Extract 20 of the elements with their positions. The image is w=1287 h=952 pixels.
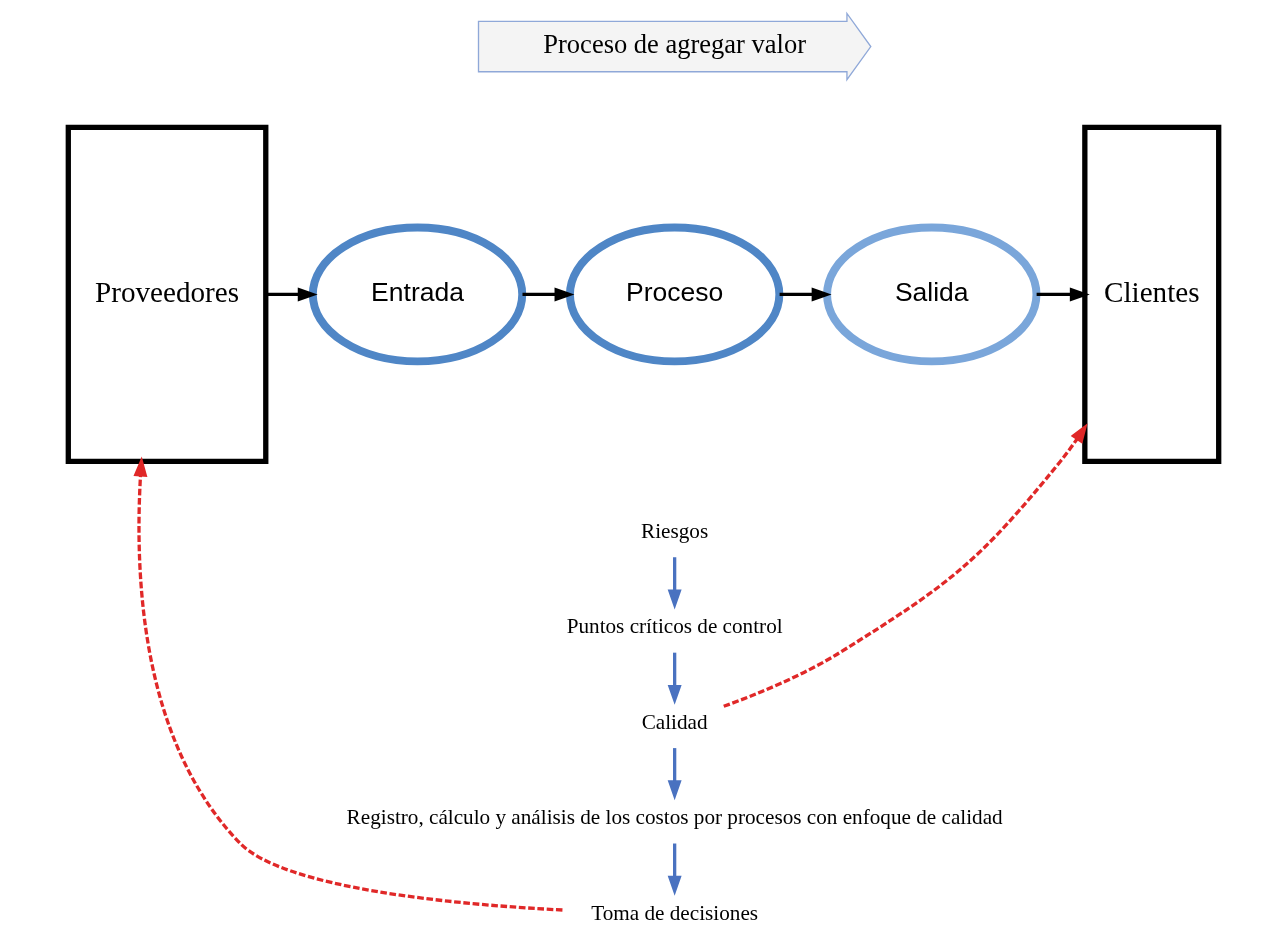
node-box: Clientes	[1082, 124, 1222, 465]
node-text: Registro, cálculo y análisis de los costos por procesos con enfoque de calidad	[346, 805, 1003, 830]
arrow	[779, 287, 832, 302]
node-text: Riesgos	[641, 519, 709, 544]
node-text: Puntos críticos de control	[566, 614, 783, 639]
arrow	[1036, 287, 1090, 302]
node-text: Calidad	[641, 709, 708, 734]
arrow	[667, 748, 682, 801]
node-ellipse: Entrada	[308, 223, 527, 366]
arrow	[133, 456, 563, 912]
arrow	[667, 843, 682, 896]
node-ellipse: Salida	[823, 223, 1041, 366]
arrow	[667, 652, 682, 705]
node-box: Proveedores	[65, 124, 269, 465]
arrow	[723, 423, 1088, 708]
node-text: Toma de decisiones	[591, 900, 759, 925]
node-ellipse: Proceso	[565, 223, 784, 366]
arrow	[265, 287, 318, 302]
arrow	[522, 287, 575, 302]
arrow	[667, 557, 682, 610]
